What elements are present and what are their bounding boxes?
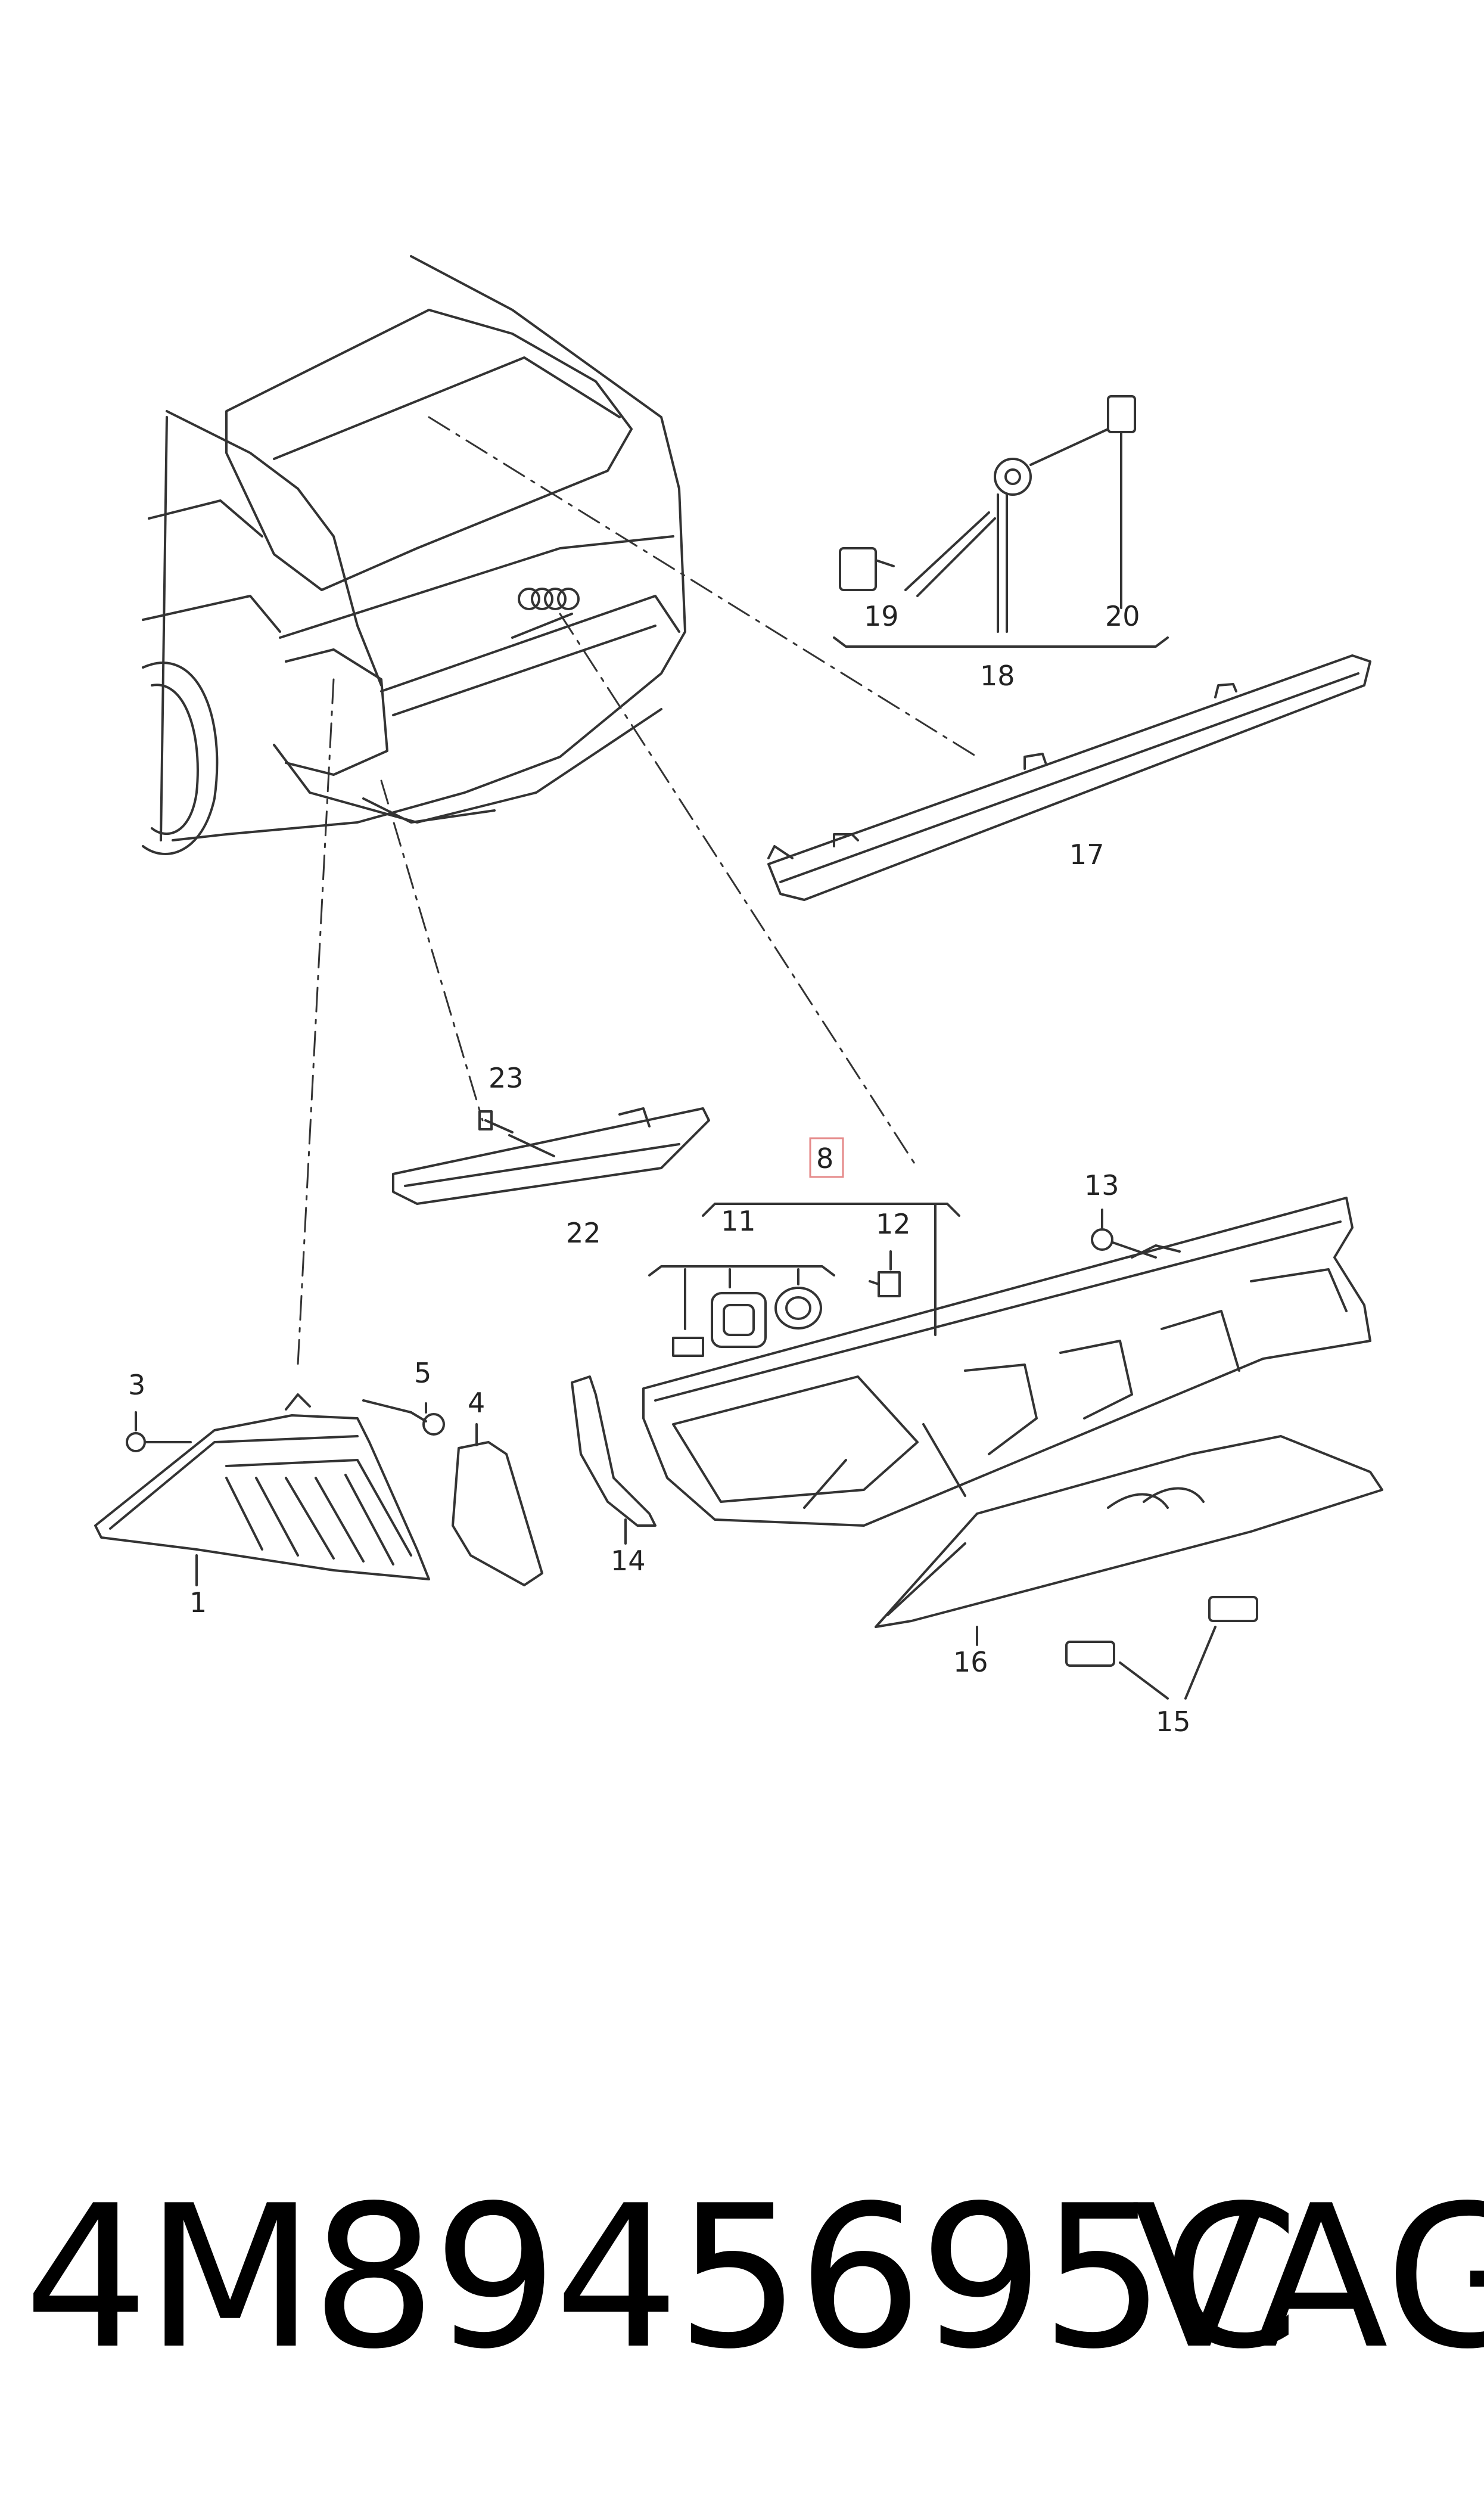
callout-5: 5 — [414, 1357, 431, 1389]
callout-19: 19 — [864, 600, 899, 632]
part-number-label: 4M8945695C — [24, 2163, 1299, 2392]
part-11-seal-set — [672, 1268, 822, 1357]
callout-13: 13 — [1084, 1169, 1119, 1201]
audi-rings-logo — [518, 588, 580, 610]
part-19-connector — [839, 547, 895, 591]
part-20-connector — [1107, 395, 1136, 609]
part-8-trim-panel — [642, 1197, 1371, 1527]
part-12-clip — [869, 1250, 901, 1297]
callout-8-highlight — [809, 1137, 844, 1178]
bracket-11 — [648, 1265, 835, 1276]
callout-23: 23 — [489, 1062, 524, 1094]
callout-14: 14 — [611, 1545, 646, 1577]
part-16-lower-trim — [875, 1435, 1383, 1646]
part-23-screw — [478, 1110, 555, 1157]
part-15-lamps — [1065, 1596, 1258, 1700]
part-14-side-trim — [571, 1375, 657, 1545]
bracket-18 — [833, 636, 1169, 648]
part-22-reflector-strip — [392, 1107, 710, 1205]
callout-17: 17 — [1069, 838, 1105, 871]
callout-8: 8 — [816, 1142, 833, 1175]
callout-15: 15 — [1156, 1706, 1191, 1738]
part-1-tail-light — [94, 1393, 430, 1586]
callout-20: 20 — [1105, 600, 1140, 632]
callout-22: 22 — [566, 1217, 601, 1249]
part-5-screw — [362, 1399, 445, 1436]
bracket-8 — [702, 1203, 960, 1217]
leader-lines — [297, 416, 978, 1366]
callout-18: 18 — [980, 660, 1015, 692]
callout-16: 16 — [953, 1646, 988, 1678]
callout-11: 11 — [721, 1205, 756, 1237]
vehicle-rear-view — [142, 255, 686, 855]
part-13-nut — [1091, 1209, 1157, 1259]
callout-3: 3 — [128, 1369, 145, 1401]
callout-1: 1 — [189, 1586, 207, 1619]
part-18-wiring-harness — [904, 428, 1109, 633]
callout-12: 12 — [876, 1208, 911, 1240]
part-3-nut — [126, 1411, 192, 1452]
part-17-brake-light — [767, 654, 1371, 901]
part-4-seal — [452, 1423, 543, 1586]
callout-4: 4 — [468, 1387, 485, 1419]
brand-label: VAG — [1132, 2163, 1484, 2392]
